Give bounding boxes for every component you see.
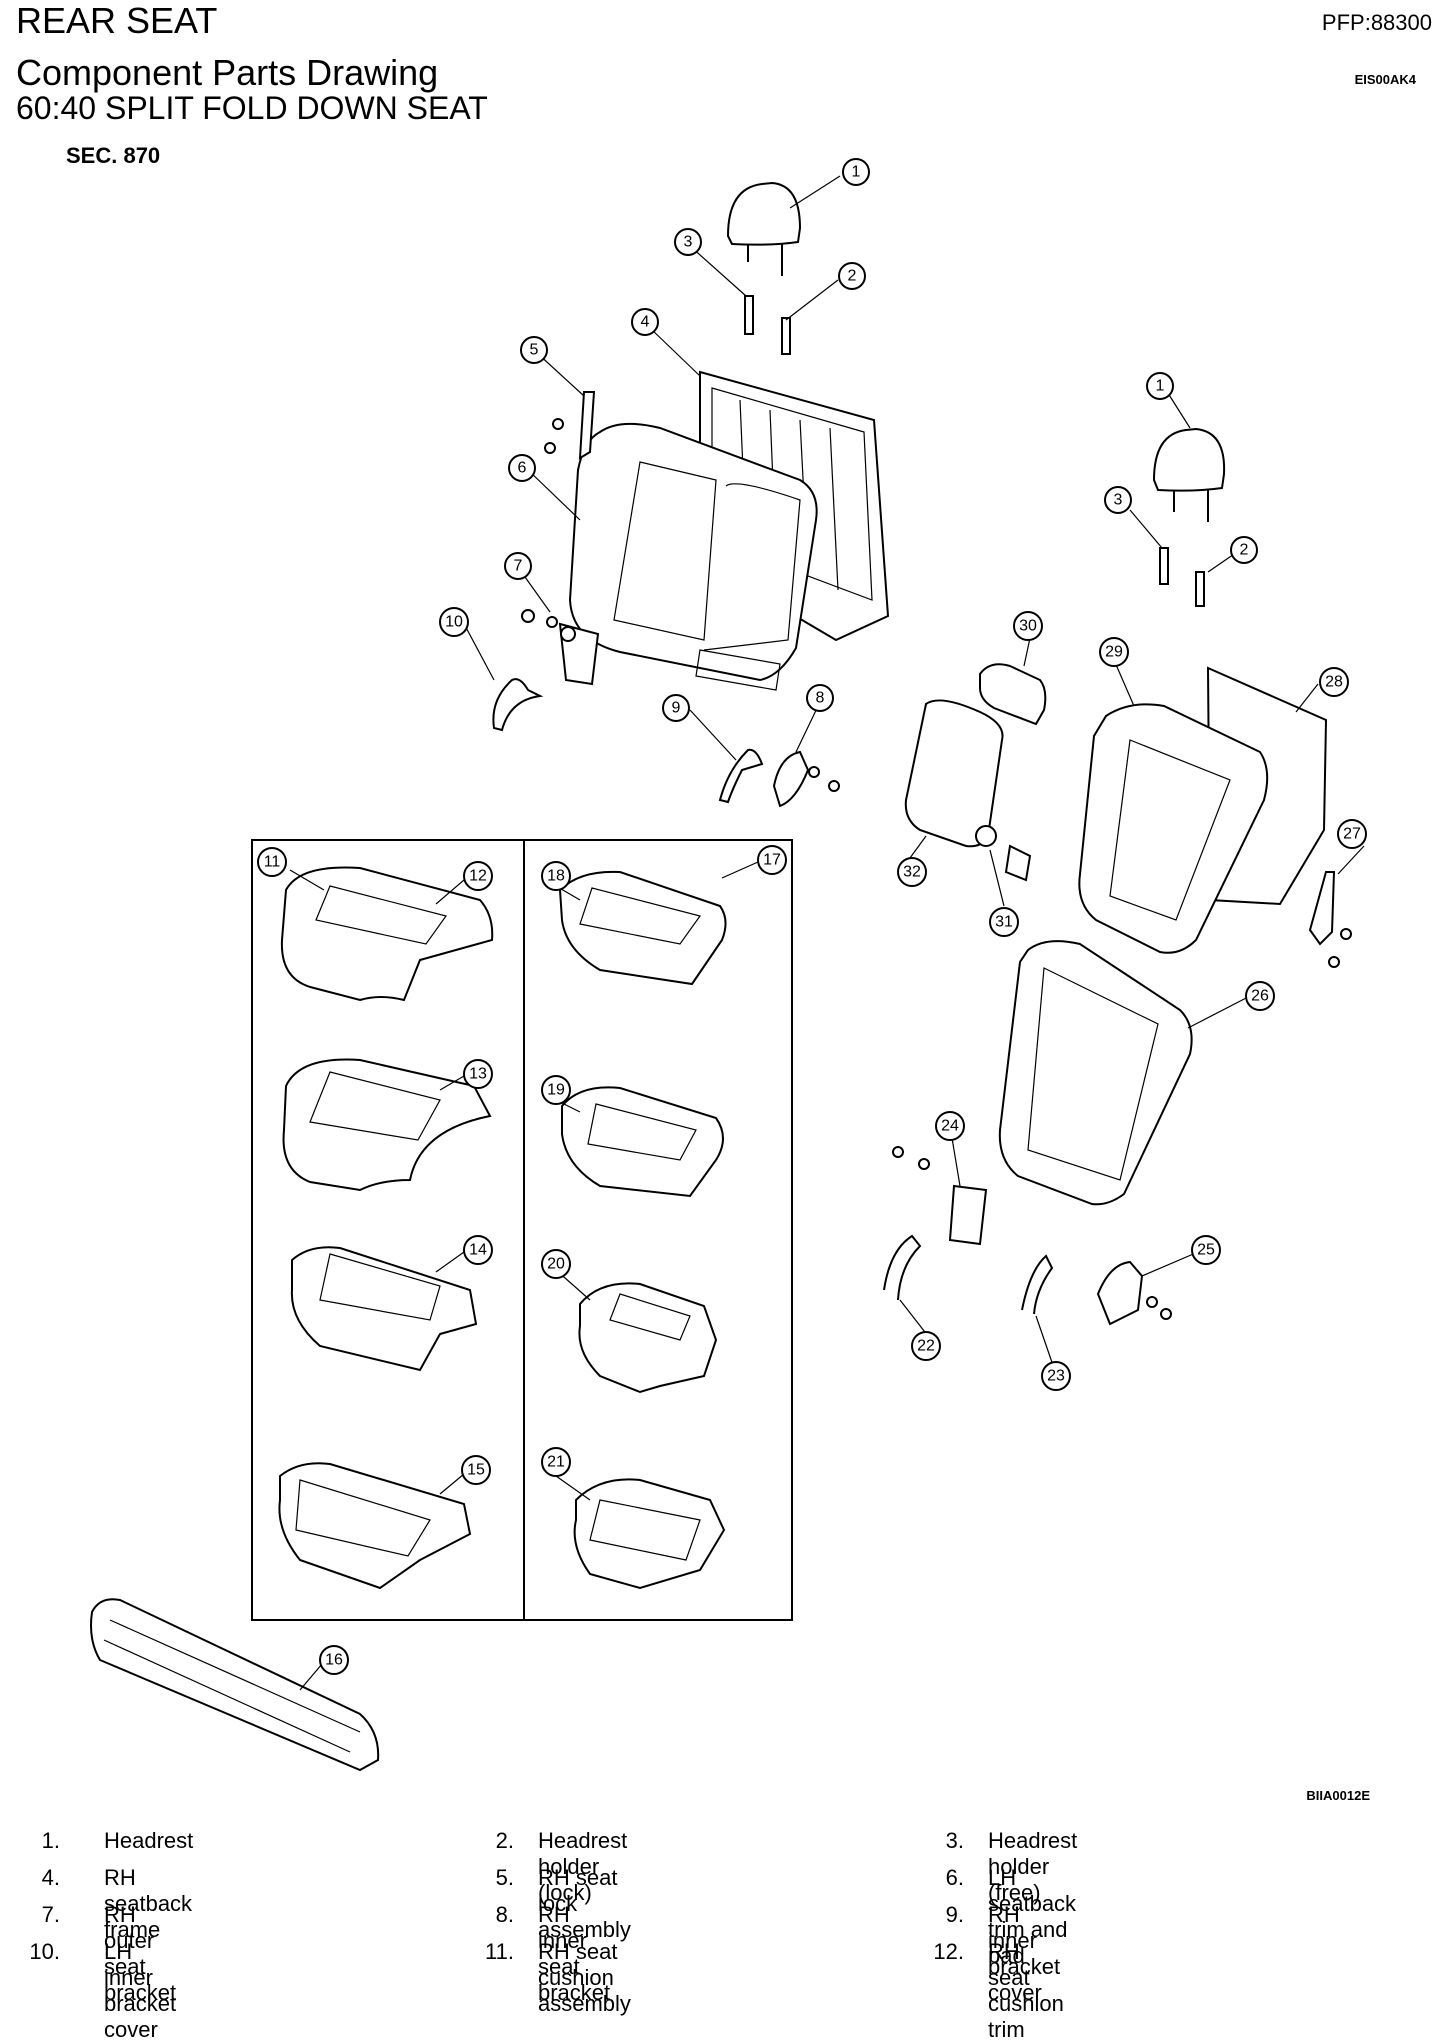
svg-text:12: 12 bbox=[469, 868, 487, 885]
svg-text:19: 19 bbox=[547, 1082, 565, 1099]
callout-10: 10 bbox=[439, 607, 469, 637]
cup-holder-illustration bbox=[979, 663, 1047, 726]
callout-3-rh: 3 bbox=[1104, 486, 1132, 514]
callout-8: 8 bbox=[806, 684, 834, 712]
document-code: EIS00AK4 bbox=[1354, 72, 1416, 87]
callout-2: 2 bbox=[838, 262, 866, 290]
callout-27: 27 bbox=[1337, 819, 1367, 849]
callout-28: 28 bbox=[1319, 667, 1349, 697]
callout-2-rh: 2 bbox=[1230, 536, 1258, 564]
headrest-right-illustration bbox=[1152, 427, 1226, 607]
callout-13: 13 bbox=[463, 1059, 493, 1089]
svg-text:7: 7 bbox=[514, 558, 523, 575]
bracket-cover-22-illustration bbox=[883, 1234, 922, 1301]
exploded-parts-drawing: 1 2 3 4 5 6 7 8 9 10 11 12 13 14 15 16 1… bbox=[90, 158, 1367, 1772]
pfp-code: PFP:88300 bbox=[1321, 10, 1432, 35]
callout-11: 11 bbox=[257, 847, 287, 877]
callout-7: 7 bbox=[504, 552, 532, 580]
bracket-25-illustration bbox=[1096, 1260, 1144, 1326]
svg-text:8: 8 bbox=[816, 690, 825, 707]
callout-24: 24 bbox=[935, 1111, 965, 1141]
svg-text:3: 3 bbox=[1114, 492, 1123, 509]
callout-29: 29 bbox=[1099, 637, 1129, 667]
svg-text:31: 31 bbox=[995, 914, 1013, 931]
svg-text:2: 2 bbox=[1240, 542, 1249, 559]
seat-cushion-26-illustration bbox=[998, 940, 1193, 1206]
svg-text:26: 26 bbox=[1251, 988, 1269, 1005]
callout-20: 20 bbox=[541, 1249, 571, 1279]
callout-5: 5 bbox=[520, 336, 548, 364]
seat-type-subtitle: 60:40 SPLIT FOLD DOWN SEAT bbox=[16, 90, 488, 126]
svg-text:28: 28 bbox=[1325, 674, 1343, 691]
cushion-assembly-frame bbox=[251, 839, 793, 1621]
svg-text:27: 27 bbox=[1343, 826, 1361, 843]
callout-12: 12 bbox=[463, 861, 493, 891]
svg-text:16: 16 bbox=[325, 1652, 343, 1669]
callout-9: 9 bbox=[662, 694, 690, 722]
svg-text:11: 11 bbox=[264, 854, 281, 871]
svg-text:5: 5 bbox=[530, 342, 539, 359]
callout-4: 4 bbox=[631, 308, 659, 336]
svg-text:1: 1 bbox=[1156, 378, 1165, 395]
cushion-frame-16-illustration bbox=[90, 1598, 380, 1772]
section-label: SEC. 870 bbox=[66, 143, 161, 168]
callout-3: 3 bbox=[674, 228, 702, 256]
svg-text:20: 20 bbox=[547, 1256, 565, 1273]
callout-32: 32 bbox=[897, 857, 927, 887]
callout-19: 19 bbox=[541, 1075, 571, 1105]
svg-text:10: 10 bbox=[445, 614, 463, 631]
callout-31: 31 bbox=[989, 907, 1019, 937]
svg-text:29: 29 bbox=[1105, 644, 1123, 661]
callout-21: 21 bbox=[541, 1447, 571, 1477]
rh-inner-bracket-cover-illustration bbox=[718, 748, 764, 804]
svg-text:14: 14 bbox=[469, 1242, 487, 1259]
callout-15: 15 bbox=[461, 1455, 491, 1485]
callout-18: 18 bbox=[541, 861, 571, 891]
svg-text:9: 9 bbox=[672, 700, 681, 717]
outer-seat-bracket-illustration bbox=[521, 609, 600, 686]
lh-inner-bracket-cover-illustration bbox=[492, 678, 544, 732]
callout-1-rh: 1 bbox=[1146, 372, 1174, 400]
svg-text:1: 1 bbox=[852, 164, 861, 181]
svg-text:32: 32 bbox=[903, 864, 921, 881]
headrest-left-illustration bbox=[726, 181, 802, 355]
svg-text:25: 25 bbox=[1197, 1242, 1215, 1259]
svg-text:13: 13 bbox=[469, 1066, 487, 1083]
svg-text:2: 2 bbox=[848, 268, 857, 285]
svg-text:6: 6 bbox=[518, 460, 527, 477]
rh-inner-seat-bracket-illustration bbox=[772, 750, 840, 808]
svg-text:23: 23 bbox=[1047, 1368, 1065, 1385]
callout-23: 23 bbox=[1041, 1361, 1071, 1391]
svg-text:3: 3 bbox=[684, 234, 693, 251]
armrest-illustration bbox=[904, 699, 1004, 848]
svg-text:18: 18 bbox=[547, 868, 565, 885]
svg-text:24: 24 bbox=[941, 1118, 959, 1135]
drawing-subtitle: Component Parts Drawing bbox=[16, 52, 439, 93]
callout-6: 6 bbox=[508, 454, 536, 482]
seat-lock-27-illustration bbox=[1308, 871, 1336, 946]
callout-1: 1 bbox=[842, 158, 870, 186]
svg-text:15: 15 bbox=[467, 1462, 485, 1479]
svg-text:4: 4 bbox=[641, 314, 650, 331]
seat-lock-illustration bbox=[544, 391, 596, 460]
callout-17: 17 bbox=[757, 845, 787, 875]
page-title: REAR SEAT bbox=[16, 0, 218, 41]
svg-text:21: 21 bbox=[547, 1454, 565, 1471]
bracket-24-illustration bbox=[948, 1184, 988, 1246]
callout-25: 25 bbox=[1191, 1235, 1221, 1265]
seatback-trim-lh-illustration bbox=[568, 422, 818, 691]
svg-text:22: 22 bbox=[917, 1338, 935, 1355]
callout-22: 22 bbox=[911, 1331, 941, 1361]
callout-14: 14 bbox=[463, 1235, 493, 1265]
svg-text:30: 30 bbox=[1019, 618, 1037, 635]
figure-code: BIIA0012E bbox=[1306, 1788, 1370, 1803]
callout-26: 26 bbox=[1245, 981, 1275, 1011]
seatback-trim-29-illustration bbox=[1078, 703, 1269, 954]
callout-30: 30 bbox=[1013, 611, 1043, 641]
bracket-cover-23-illustration bbox=[1021, 1254, 1054, 1315]
callout-16: 16 bbox=[319, 1645, 349, 1675]
svg-text:17: 17 bbox=[763, 852, 781, 869]
